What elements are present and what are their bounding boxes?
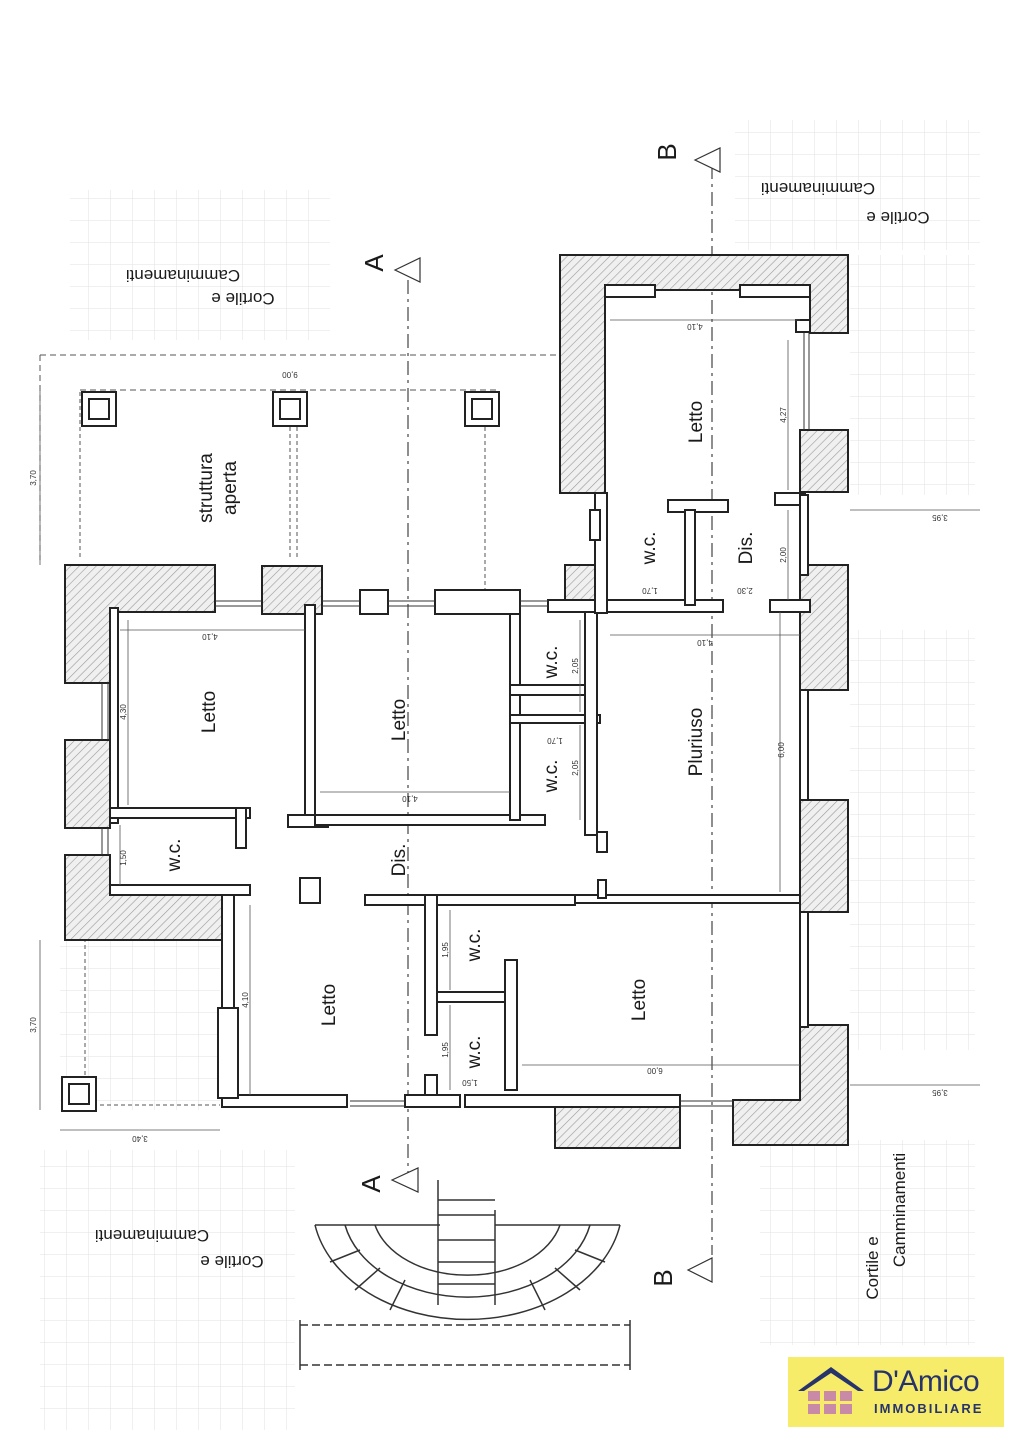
dim-label: 3,70: [29, 1017, 38, 1033]
dim-label: 2,05: [571, 760, 580, 776]
dim-label: 1,95: [441, 942, 450, 958]
section-lines: [407, 165, 713, 1255]
dim-label: 4,27: [779, 407, 788, 423]
room-label-aperta: aperta: [220, 461, 241, 515]
house-icon: [798, 1367, 864, 1414]
dimension-lines: [39, 319, 980, 1131]
dim-label: 3,70: [29, 470, 38, 486]
dim-label: 2,00: [779, 547, 788, 563]
room-label-letto: Letto: [629, 979, 650, 1021]
dim-label: 1,95: [441, 1042, 450, 1058]
dim-label: 3,40: [132, 1134, 148, 1143]
courtyard-label: Cortile e: [863, 1236, 882, 1299]
room-label-wc: w.c.: [164, 839, 185, 873]
section-label-b: B: [652, 143, 682, 160]
room-label-pluriuso: Pluriuso: [686, 708, 707, 777]
dim-label: 1,70: [642, 586, 658, 595]
column-pillars: [61, 391, 500, 1112]
section-label-a: A: [359, 254, 389, 272]
logo-sub-text: IMMOBILIARE: [874, 1401, 984, 1416]
section-label-a: A: [356, 1175, 386, 1193]
dim-label: 2,30: [737, 586, 753, 595]
entrance-stairs: [299, 1180, 631, 1370]
room-label-wc: w.c.: [464, 1036, 485, 1070]
dim-label: 6,00: [647, 1066, 663, 1075]
dim-label: 3,95: [932, 513, 948, 522]
room-label-struttura: struttura: [196, 453, 217, 523]
section-letters: A B A B: [356, 143, 682, 1286]
room-label-dis: Dis.: [736, 532, 757, 565]
dim-label: 9,00: [282, 370, 298, 379]
room-label-wc: w.c.: [639, 532, 660, 566]
dim-label: 4,10: [202, 632, 218, 641]
room-label-wc: w.c.: [464, 929, 485, 963]
courtyard-label: Camminamenti: [890, 1153, 909, 1267]
courtyard-label: Camminamenti: [95, 1226, 209, 1245]
section-label-b: B: [648, 1269, 678, 1286]
room-label-letto: Letto: [199, 691, 220, 733]
dimension-labels: 9,00 3,70 3,70 4,10 4,30 1,50 3,40 4,10 …: [29, 322, 948, 1143]
courtyard-labels: Cortile e Camminamenti Cortile e Cammina…: [95, 179, 930, 1300]
room-label-letto: Letto: [686, 401, 707, 443]
courtyard-label: Cortile e: [866, 208, 929, 227]
room-label-letto: Letto: [319, 984, 340, 1026]
courtyard-label: Camminamenti: [761, 179, 875, 198]
dim-label: 1,70: [547, 736, 563, 745]
room-labels: Letto Letto Letto Letto Letto w.c. w.c. …: [164, 401, 757, 1070]
dim-label: 4,10: [402, 794, 418, 803]
room-label-letto: Letto: [389, 699, 410, 741]
dim-label: 1,50: [119, 850, 128, 866]
courtyard-label: Cortile e: [200, 1252, 263, 1271]
dim-label: 4,10: [697, 638, 713, 647]
logo-brand-text: D'Amico: [872, 1365, 980, 1398]
dim-label: 3,95: [932, 1088, 948, 1097]
room-label-wc: w.c.: [541, 760, 562, 794]
brand-logo: D'Amico IMMOBILIARE: [788, 1357, 1004, 1427]
dim-label: 2,05: [571, 658, 580, 674]
dim-label: 4,10: [241, 992, 250, 1008]
courtyard-paving: [40, 120, 980, 1430]
courtyard-label: Camminamenti: [126, 266, 240, 285]
room-label-wc: w.c.: [541, 646, 562, 680]
room-label-dis: Dis.: [389, 844, 410, 877]
dim-label: 4,30: [119, 704, 128, 720]
dim-label: 1,50: [462, 1078, 478, 1087]
dim-label: 6,00: [777, 742, 786, 758]
courtyard-label: Cortile e: [211, 289, 274, 308]
section-markers: [390, 147, 721, 1283]
window-lines: [101, 333, 810, 1107]
interior-walls: [109, 284, 811, 1108]
dim-label: 4,10: [687, 322, 703, 331]
open-structure: [39, 354, 560, 1106]
